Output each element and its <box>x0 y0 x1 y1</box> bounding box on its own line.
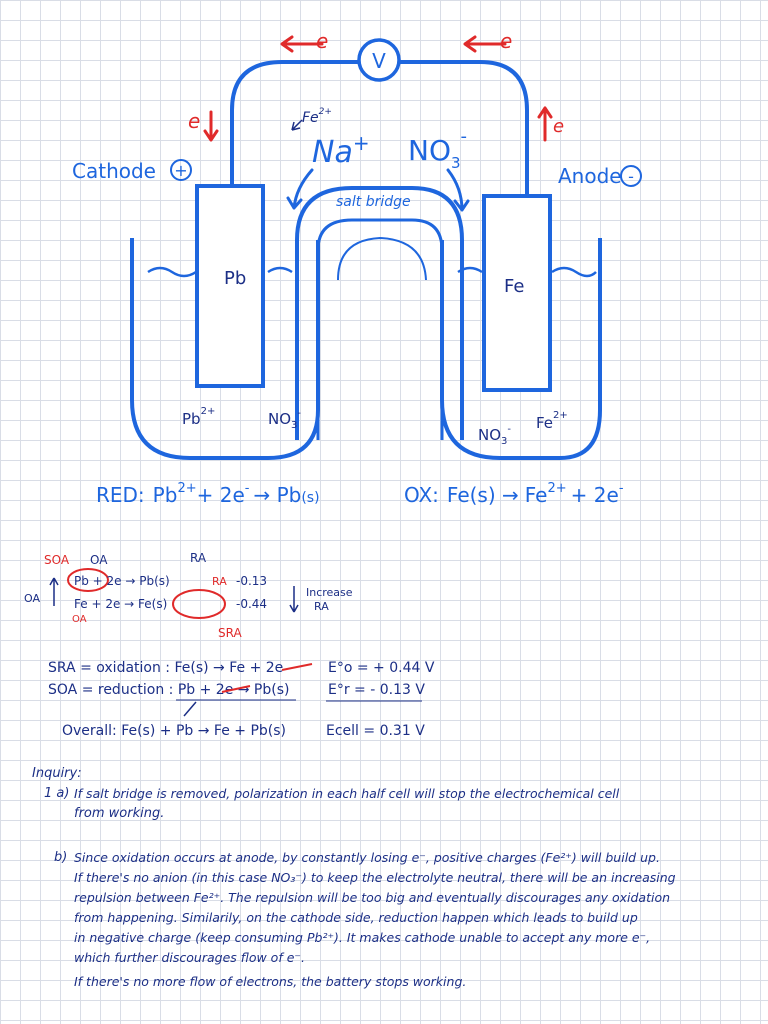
ecell-value: Ecell = 0.31 V <box>326 723 425 739</box>
inquiry-a-line-1: If salt bridge is removed, polarization … <box>74 786 620 801</box>
inquiry-b-line-1: Since oxidation occurs at anode, by cons… <box>74 850 660 865</box>
salt-bridge-label: salt bridge <box>336 194 411 210</box>
inquiry-b-label: b) <box>54 850 68 865</box>
table-row-2-value: -0.44 <box>236 597 267 611</box>
left-cation: Pb2+ <box>182 406 215 428</box>
increase-label: Increase <box>306 586 353 599</box>
cathode-sign-circle <box>170 159 192 181</box>
table-row-1-value: -0.13 <box>236 574 267 588</box>
inquiry-a-label: 1 a) <box>44 786 70 801</box>
no3-arrow <box>446 168 470 212</box>
left-liquid-level <box>147 266 293 278</box>
oa-label: OA <box>90 553 108 567</box>
anode-label: Anode <box>558 164 622 188</box>
ra-label: RA <box>190 551 207 565</box>
table-row-1-ra: RA <box>212 575 227 588</box>
oa-side-label: OA <box>24 592 40 605</box>
ox-half-reaction: OX:Fe(s) →Fe2++ 2e- <box>404 481 624 507</box>
electron-arrow-right-up <box>537 106 553 142</box>
fe-ion-label: Fe2+ <box>302 107 332 126</box>
inquiry-a-line-2: from working. <box>74 806 165 821</box>
oa-below-label: OA <box>72 614 87 625</box>
voltmeter-label: V <box>372 49 386 73</box>
salt-bridge-core <box>337 236 427 281</box>
fe-electrode <box>482 194 552 392</box>
increase-ra-label: RA <box>314 600 329 613</box>
external-wire <box>230 60 529 202</box>
right-cation: Fe2+ <box>536 410 568 432</box>
electron-label-top-right: e <box>500 29 512 53</box>
electron-arrow-top-left <box>280 35 324 53</box>
sum-arrow <box>183 701 197 717</box>
inquiry-b-line-4: from happening. Similarily, on the catho… <box>74 910 638 925</box>
pb-electrode <box>195 184 265 388</box>
strike-2e-soa <box>221 685 251 693</box>
soa-potential: E°r = - 0.13 V <box>328 682 425 698</box>
right-beaker <box>440 238 602 460</box>
pb-electrode-label: Pb <box>224 268 246 289</box>
fe-ion-arrow <box>291 119 303 131</box>
left-beaker <box>130 238 320 460</box>
na-arrow <box>286 168 314 210</box>
table-row-2: Fe + 2e → Fe(s) <box>74 597 167 611</box>
oa-increase-arrow <box>49 577 59 606</box>
salt-bridge-inner <box>316 218 444 440</box>
overall-reaction: Overall: Fe(s) + Pb → Fe + Pb(s) <box>62 723 286 739</box>
electron-label-top-left: e <box>316 29 328 53</box>
sra-potential: E°o = + 0.44 V <box>328 660 435 676</box>
soa-summary: SOA = reduction : Pb + 2e → Pb(s) <box>48 682 289 698</box>
inquiry-b-line-2: If there's no anion (in this case NO₃⁻) … <box>74 870 676 885</box>
fe-electrode-label: Fe <box>504 276 524 297</box>
cathode-label: Cathode <box>72 159 156 183</box>
cathode-sign: + <box>174 161 187 180</box>
table-row-1: Pb + 2e → Pb(s) <box>74 574 170 588</box>
anode-sign: - <box>628 167 634 186</box>
ra-increase-arrow <box>289 586 299 613</box>
pb-circle-highlight <box>67 568 109 592</box>
inquiry-b-line-6: which further discourages flow of e⁻. <box>74 950 305 965</box>
electron-label-right: e <box>553 116 564 137</box>
soa-label: SOA <box>44 553 70 567</box>
inquiry-b-line-3: repulsion between Fe²⁺. The repulsion wi… <box>74 890 671 905</box>
inquiry-b-line-5: in negative charge (keep consuming Pb²⁺)… <box>74 930 651 945</box>
inquiry-b-line-7: If there's no more flow of electrons, th… <box>74 974 467 989</box>
no3-ion-label: NO3- <box>408 126 467 172</box>
voltmeter <box>357 38 401 82</box>
right-anion: NO3- <box>478 424 511 447</box>
salt-bridge <box>295 186 464 440</box>
electron-arrow-left-down <box>203 110 219 142</box>
fe-circle-highlight <box>172 589 226 619</box>
electron-arrow-top-right <box>463 35 507 53</box>
sra-label: SRA <box>218 626 242 640</box>
inquiry-heading: Inquiry: <box>32 766 82 781</box>
na-ion-label: Na+ <box>312 131 370 170</box>
strike-2e-sra <box>281 663 313 671</box>
red-half-reaction: RED:Pb2++ 2e-→ Pb(s) <box>96 481 320 507</box>
sra-summary: SRA = oxidation : Fe(s) → Fe + 2e <box>48 660 283 676</box>
right-liquid-level <box>457 266 597 278</box>
electron-label-left: e <box>188 109 200 133</box>
anode-sign-circle <box>620 165 642 187</box>
left-anion: NO3- <box>268 408 301 431</box>
